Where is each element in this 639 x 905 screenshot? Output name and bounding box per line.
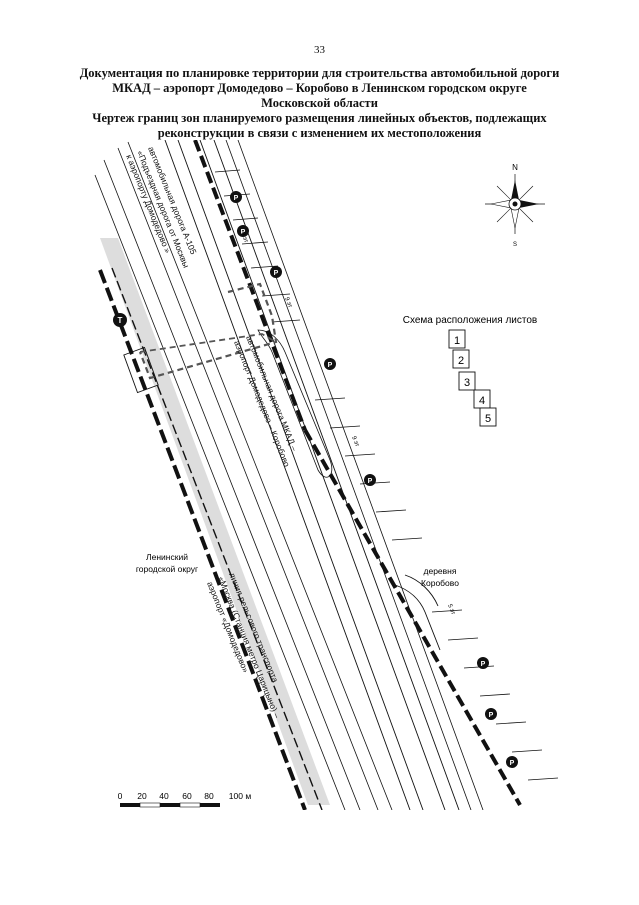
scale-tick: 0 <box>118 791 123 801</box>
svg-text:5: 5 <box>485 413 491 425</box>
map-area: P P P P P P P P T 9 эт 9 эт 9 эт 5 эт ав… <box>94 140 559 810</box>
sheet-box: 2 <box>452 349 470 369</box>
road-line <box>177 140 424 810</box>
scale-bar: 0 20 40 60 80 100 м <box>118 791 252 808</box>
parking-marker: P <box>324 358 336 370</box>
building-tag: 9 эт <box>239 232 249 244</box>
compass-rose-icon: N S <box>485 163 545 248</box>
scale-tick: 100 м <box>229 791 252 801</box>
compass-north: N <box>512 163 518 172</box>
sheet-box: 1 <box>448 329 466 349</box>
korobovo-junction <box>394 584 441 651</box>
svg-text:P: P <box>328 362 333 369</box>
left-gray-band <box>100 238 330 805</box>
parking-marker: P <box>506 756 518 768</box>
sheet-scheme: Схема расположения листов 1 2 3 4 5 <box>403 315 537 427</box>
svg-text:P: P <box>510 760 515 767</box>
title-line-5: реконструкции в связи с изменением их ме… <box>157 126 482 140</box>
right-boundary-dashed <box>193 140 307 431</box>
overpass-box <box>123 346 159 394</box>
compass-south: S <box>513 242 517 248</box>
building-tag: 9 эт <box>350 436 360 448</box>
road-line <box>117 147 379 810</box>
title-line-2: МКАД – аэропорт Домодедово – Коробово в … <box>112 81 527 95</box>
title-line-3: Московской области <box>261 96 378 110</box>
label-village: деревня <box>424 566 457 576</box>
rail-line-parallel <box>111 267 323 810</box>
sheet-box: 4 <box>473 389 491 409</box>
scale-tick: 40 <box>159 791 169 801</box>
label-okrug: Ленинский <box>146 552 188 562</box>
sheet-box: 5 <box>479 407 497 427</box>
page-number: 33 <box>314 44 325 56</box>
scale-tick: 20 <box>137 791 147 801</box>
road-line <box>237 140 484 810</box>
road-line <box>94 174 346 810</box>
parking-markers: P P P P P P P P <box>230 191 518 768</box>
svg-text:P: P <box>489 712 494 719</box>
svg-text:3: 3 <box>464 377 470 389</box>
korobovo-junction <box>404 574 439 607</box>
transport-marker: T <box>113 313 127 327</box>
document-title: Документация по планировке территории дл… <box>40 66 599 141</box>
svg-text:P: P <box>274 270 279 277</box>
parking-marker: P <box>270 266 282 278</box>
label-rail: линия рельсового транспорта «Москва (Ста… <box>205 571 282 720</box>
label-new-road: автомобильная дорога МКАД – аэропорт Дом… <box>232 334 300 468</box>
parking-marker: P <box>237 225 249 237</box>
building-tag: 5 эт <box>446 604 456 616</box>
road-line <box>164 140 411 810</box>
svg-text:P: P <box>234 195 239 202</box>
svg-text:4: 4 <box>479 395 485 407</box>
road-line <box>213 140 460 810</box>
scale-tick: 60 <box>182 791 192 801</box>
scale-tick: 80 <box>204 791 214 801</box>
road-line <box>103 159 361 810</box>
label-village: Коробово <box>421 578 459 588</box>
road-line <box>127 141 393 810</box>
label-a105: автомобильная дорога А-105 «Подъездная д… <box>124 145 199 269</box>
title-line-4: Чертеж границ зон планируемого размещени… <box>92 111 547 125</box>
road-line <box>199 140 446 810</box>
parking-marker: P <box>485 708 497 720</box>
svg-text:2: 2 <box>458 355 464 367</box>
label-okrug: городской округ <box>136 564 198 574</box>
rail-line <box>98 269 307 810</box>
title-line-1: Документация по планировке территории дл… <box>79 66 560 80</box>
svg-text:1: 1 <box>454 335 460 347</box>
sheet-box: 3 <box>458 371 476 391</box>
parking-marker: P <box>230 191 242 203</box>
building-tag: 9 эт <box>283 297 293 309</box>
svg-text:P: P <box>481 661 486 668</box>
svg-text:P: P <box>241 229 246 236</box>
zone-boundary-dashed <box>139 333 277 353</box>
parking-marker: P <box>364 474 376 486</box>
access-road-loop <box>257 329 333 478</box>
right-boundary-dashed <box>303 429 522 806</box>
svg-text:P: P <box>368 478 373 485</box>
road-line <box>225 140 472 810</box>
sheet-scheme-title: Схема расположения листов <box>403 315 537 326</box>
zone-boundary-dashed <box>138 282 278 380</box>
parking-marker: P <box>477 657 489 669</box>
svg-text:T: T <box>118 316 123 325</box>
